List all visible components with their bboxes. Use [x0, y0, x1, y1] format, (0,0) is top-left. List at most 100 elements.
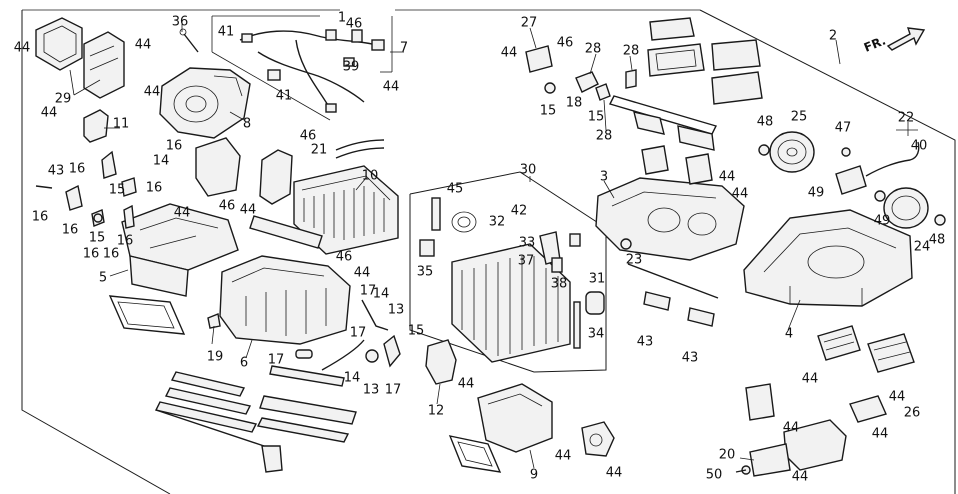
callout-c37: 37	[518, 254, 535, 269]
callout-c44s: 44	[792, 470, 809, 485]
callout-c24: 24	[914, 240, 931, 255]
callout-c44p: 44	[889, 390, 906, 405]
callout-c39: 39	[343, 60, 360, 75]
callout-c43a: 43	[48, 164, 65, 179]
callout-c33: 33	[519, 236, 536, 251]
callout-c44b: 44	[135, 38, 152, 53]
callout-c46a: 46	[346, 17, 363, 32]
part-wire-harness	[239, 29, 385, 113]
callout-c44q: 44	[783, 421, 800, 436]
callout-c41b: 41	[276, 89, 293, 104]
callout-c23: 23	[626, 253, 643, 268]
callout-c1: 1	[338, 11, 346, 26]
part-blower-case-upper	[35, 17, 125, 99]
callout-c14c: 14	[344, 371, 361, 386]
leader-lines	[69, 15, 918, 469]
part-rods-center	[620, 238, 719, 327]
part-clips-left	[35, 150, 221, 329]
part-heater-core	[293, 139, 399, 255]
part-expansion-valve	[419, 197, 605, 315]
callout-c25: 25	[791, 110, 808, 125]
callout-c28a: 28	[585, 42, 602, 57]
callout-c27: 27	[521, 16, 538, 31]
callout-c49a: 49	[808, 186, 825, 201]
front-arrow: FR.	[862, 27, 926, 55]
callout-c44n: 44	[606, 466, 623, 481]
part-blower-motor-22	[835, 141, 946, 229]
callout-c42: 42	[511, 204, 528, 219]
callout-c17c: 17	[268, 353, 285, 368]
callout-c44k: 44	[732, 187, 749, 202]
callout-c40: 40	[911, 139, 928, 154]
callout-c44c: 44	[144, 85, 161, 100]
callout-c9: 9	[530, 468, 538, 483]
callout-c28b: 28	[623, 44, 640, 59]
callout-c43b: 43	[637, 335, 654, 350]
callout-c44a: 44	[14, 41, 31, 56]
callout-c16a: 16	[166, 139, 183, 154]
part-vent-ducts	[608, 17, 763, 151]
callout-c15c: 15	[540, 104, 557, 119]
part-connector-11	[83, 109, 109, 143]
callout-c44r: 44	[872, 427, 889, 442]
callout-c15e: 15	[408, 324, 425, 339]
callout-c46d: 46	[336, 250, 353, 265]
part-evaporator-core	[451, 243, 581, 363]
callout-c8: 8	[243, 117, 251, 132]
callout-c16b: 16	[69, 162, 86, 177]
callout-c17b: 17	[350, 326, 367, 341]
callout-c11: 11	[113, 117, 130, 132]
callout-c44m: 44	[555, 449, 572, 464]
callout-c44e: 44	[174, 206, 191, 221]
callout-c12: 12	[428, 404, 445, 419]
callout-c17a: 17	[360, 284, 377, 299]
callout-c16e: 16	[62, 223, 79, 238]
callout-c6: 6	[240, 356, 248, 371]
callout-c2: 2	[829, 29, 837, 44]
callout-c38: 38	[551, 277, 568, 292]
callout-c16d: 16	[32, 210, 49, 225]
callout-c20: 20	[719, 448, 736, 463]
part-heater-case-lower	[219, 255, 351, 345]
assembly-frame	[21, 9, 956, 494]
callout-c5: 5	[99, 271, 107, 286]
callout-c18: 18	[566, 96, 583, 111]
callout-c30: 30	[520, 163, 537, 178]
callout-c13a: 13	[388, 303, 405, 318]
callout-c41a: 41	[218, 25, 235, 40]
callout-c32: 32	[489, 215, 506, 230]
callout-c29: 29	[55, 92, 72, 107]
part-sensor-12	[425, 339, 457, 385]
callout-c46b: 46	[219, 199, 236, 214]
callout-c14b: 14	[373, 287, 390, 302]
part-linkage-rods	[295, 299, 401, 371]
callout-c44o: 44	[802, 372, 819, 387]
callout-c48a: 48	[757, 115, 774, 130]
callout-c43c: 43	[682, 351, 699, 366]
callout-c48b: 48	[929, 233, 946, 248]
callout-c3: 3	[600, 170, 608, 185]
callout-c26: 26	[904, 406, 921, 421]
callout-c46e: 46	[557, 36, 574, 51]
part-seal-brackets	[195, 137, 323, 249]
callout-c31: 31	[589, 272, 606, 287]
callout-c45: 45	[447, 182, 464, 197]
part-evaporator-frame	[409, 171, 607, 373]
callout-c7: 7	[400, 41, 408, 56]
callout-c22: 22	[898, 111, 915, 126]
callout-c44d: 44	[41, 106, 58, 121]
callout-c15b: 15	[89, 231, 106, 246]
part-gasket-frame	[108, 295, 186, 335]
callout-c47: 47	[835, 121, 852, 136]
callout-c34: 34	[588, 327, 605, 342]
part-shaft-36	[179, 28, 199, 53]
callout-c35: 35	[417, 265, 434, 280]
callout-c50: 50	[706, 468, 723, 483]
callout-c28c: 28	[596, 129, 613, 144]
part-main-case-3	[595, 145, 745, 261]
part-blower-housing-4	[743, 209, 913, 307]
part-filter-rails	[154, 365, 357, 473]
callout-c44i: 44	[501, 46, 518, 61]
front-label: FR.	[862, 33, 888, 54]
